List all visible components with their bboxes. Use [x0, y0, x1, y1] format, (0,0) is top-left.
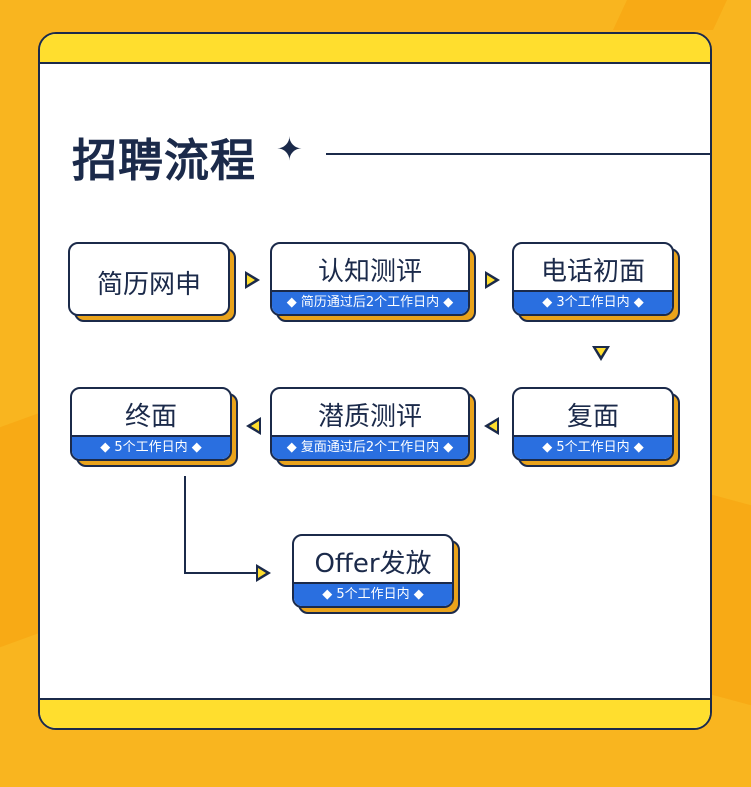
step-name: 认知测评 — [317, 257, 422, 287]
step-name: 终面 — [124, 402, 177, 432]
step-phone-interview: 电话初面 ◆ 3个工作日内 ◆ — [512, 242, 680, 322]
step-box: 复面 ◆ 5个工作日内 ◆ — [512, 387, 674, 461]
arrow-right-icon — [245, 271, 260, 289]
connector-line — [184, 476, 186, 574]
page-title: 招聘流程 — [72, 134, 257, 187]
step-box: Offer发放 ◆ 5个工作日内 ◆ — [292, 534, 454, 608]
arrow-right-icon — [256, 564, 271, 582]
step-resume-application: 简历网申 — [68, 242, 236, 322]
arrow-left-icon — [246, 417, 261, 435]
step-cognitive-test: 认知测评 ◆ 简历通过后2个工作日内 ◆ — [270, 242, 476, 322]
card-bottom-band — [40, 698, 710, 728]
step-box: 潜质测评 ◆ 复面通过后2个工作日内 ◆ — [270, 387, 470, 461]
step-name: Offer发放 — [314, 549, 432, 579]
connector-line — [184, 572, 256, 574]
step-second-interview: 复面 ◆ 5个工作日内 ◆ — [512, 387, 680, 467]
step-timing-tag: ◆ 5个工作日内 ◆ — [294, 582, 452, 606]
step-timing-tag: ◆ 简历通过后2个工作日内 ◆ — [272, 290, 468, 314]
step-timing-tag: ◆ 5个工作日内 ◆ — [514, 435, 672, 459]
process-card: 招聘流程 ✦ 简历网申 认知测评 ◆ 简历通过后2个工作日内 ◆ 电话初面 ◆ … — [38, 32, 712, 730]
sparkle-icon: ✦ — [276, 130, 303, 168]
step-box: 终面 ◆ 5个工作日内 ◆ — [70, 387, 232, 461]
title-divider — [326, 153, 710, 155]
step-timing-tag: ◆ 复面通过后2个工作日内 ◆ — [272, 435, 468, 459]
step-name: 复面 — [566, 402, 619, 432]
card-top-band — [40, 34, 710, 64]
step-name: 电话初面 — [540, 257, 645, 287]
step-offer-release: Offer发放 ◆ 5个工作日内 ◆ — [292, 534, 460, 614]
step-box: 认知测评 ◆ 简历通过后2个工作日内 ◆ — [270, 242, 470, 316]
arrow-left-icon — [484, 417, 499, 435]
arrow-right-icon — [485, 271, 500, 289]
background-shape — [712, 494, 751, 706]
step-name: 潜质测评 — [317, 402, 422, 432]
step-timing-tag: ◆ 3个工作日内 ◆ — [514, 290, 672, 314]
step-timing-tag: ◆ 5个工作日内 ◆ — [72, 435, 230, 459]
step-potential-test: 潜质测评 ◆ 复面通过后2个工作日内 ◆ — [270, 387, 476, 467]
step-name: 简历网申 — [96, 270, 201, 300]
step-final-interview: 终面 ◆ 5个工作日内 ◆ — [70, 387, 238, 467]
background-shape — [0, 412, 40, 648]
step-box: 电话初面 ◆ 3个工作日内 ◆ — [512, 242, 674, 316]
arrow-down-icon — [592, 346, 610, 361]
background-shape — [613, 0, 727, 30]
step-box: 简历网申 — [68, 242, 230, 316]
